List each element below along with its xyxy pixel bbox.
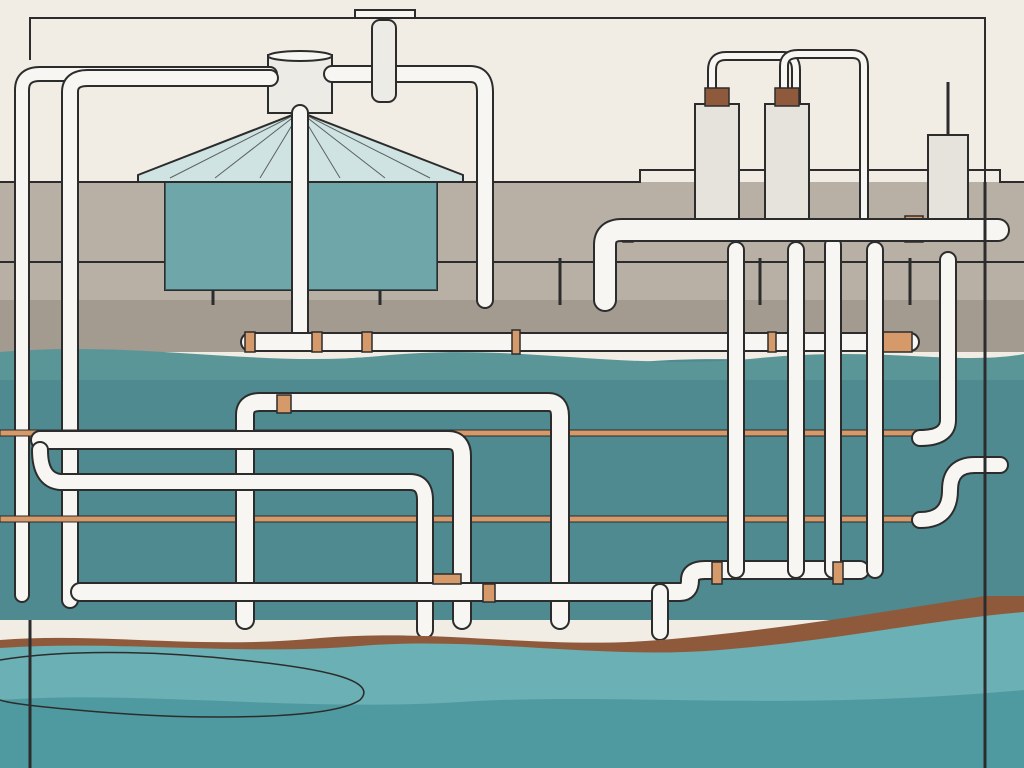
top-valve (354, 9, 416, 103)
tank-cap-top (267, 50, 333, 62)
muddy-bank (0, 596, 1024, 660)
filter-units (694, 49, 969, 223)
lower-pipe-network (30, 236, 1009, 641)
distribution-manifold (593, 218, 1010, 312)
filter-cartridge-right (764, 103, 810, 223)
puddle-outline (0, 651, 365, 718)
outer-frame (29, 17, 986, 182)
mid-pipe-couplings (244, 329, 913, 355)
wall-top-edge (0, 169, 1024, 183)
water-pool-deep (0, 690, 1024, 768)
water-band (0, 356, 1024, 620)
overhead-pipes (14, 65, 494, 609)
water-band-upper (0, 348, 1024, 380)
filter-cartridge-left (694, 103, 740, 223)
